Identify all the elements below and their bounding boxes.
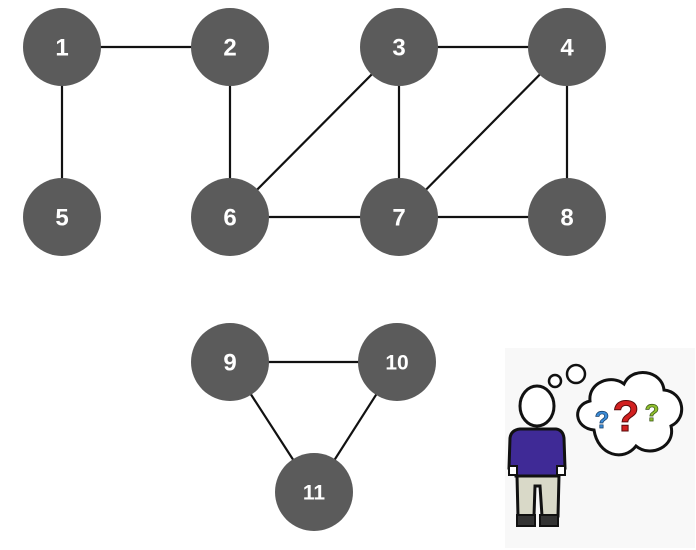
graph-node-9: 9	[191, 323, 269, 401]
graph-node-7: 7	[360, 178, 438, 256]
thought-bubble-medium	[565, 363, 587, 385]
graph-node-3-label: 3	[392, 35, 405, 62]
graph-node-2: 2	[191, 8, 269, 86]
graph-node-7-circle	[360, 178, 438, 256]
graph-node-4-circle	[528, 8, 606, 86]
graph-node-9-label: 9	[223, 350, 236, 377]
question-mark-red-icon: ?	[613, 392, 640, 441]
question-mark-blue-icon: ?	[595, 407, 610, 434]
graph-node-5: 5	[23, 178, 101, 256]
graph-node-3: 3	[360, 8, 438, 86]
graph-node-8: 8	[528, 178, 606, 256]
thought-cloud	[576, 371, 684, 457]
person-left-hand	[508, 465, 518, 476]
graph-edges	[60, 45, 569, 493]
graph-node-9-circle	[191, 323, 269, 401]
graph-node-8-label: 8	[560, 205, 573, 232]
person-figure	[507, 384, 567, 527]
graph-node-3-circle	[360, 8, 438, 86]
person-right-hand	[556, 465, 566, 476]
graph-node-1-circle	[23, 8, 101, 86]
graph-node-6: 6	[191, 178, 269, 256]
person-right-shoe	[539, 514, 559, 527]
graph-node-10: 10	[358, 323, 436, 401]
graph-node-1-label: 1	[55, 35, 68, 62]
graph-node-5-circle	[23, 178, 101, 256]
thought-bubble-small	[547, 373, 563, 389]
graph-node-5-label: 5	[55, 205, 68, 232]
graph-node-10-circle	[358, 323, 436, 401]
edge-3-6	[229, 46, 400, 218]
graph-node-2-circle	[191, 8, 269, 86]
graph-node-11: 11	[275, 453, 353, 531]
edge-4-7	[398, 46, 568, 218]
graph-node-11-label: 11	[303, 482, 326, 505]
graph-node-2-label: 2	[223, 35, 236, 62]
graph-node-8-circle	[528, 178, 606, 256]
graph-node-4: 4	[528, 8, 606, 86]
graph-node-4-label: 4	[560, 35, 574, 62]
graph-node-1: 1	[23, 8, 101, 86]
graph-node-6-label: 6	[223, 205, 236, 232]
person-head	[518, 384, 556, 428]
question-mark-green-icon: ?	[645, 400, 660, 427]
graph-node-6-circle	[191, 178, 269, 256]
person-left-shoe	[516, 514, 536, 527]
confused-person-illustration: ? ? ?	[505, 348, 695, 548]
graph-node-7-label: 7	[392, 205, 405, 232]
graph-node-10-label: 10	[385, 352, 408, 375]
graph-node-11-circle	[275, 453, 353, 531]
graph-nodes: 1 2 3 4 5 6 7 8 9 10 11	[23, 8, 606, 531]
